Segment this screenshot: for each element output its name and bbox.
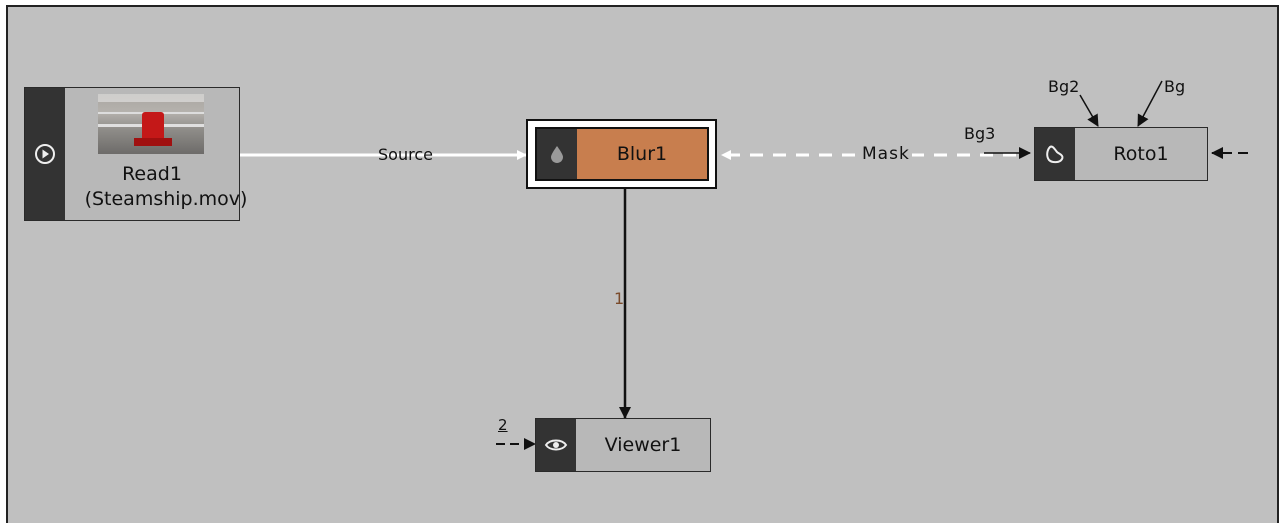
read-node-name: Read1 [122, 163, 182, 185]
bg-input-arrow[interactable] [1137, 80, 1163, 127]
eye-icon [544, 439, 568, 451]
mask-input-label: Mask [860, 144, 912, 164]
roto-shape-icon [1046, 145, 1064, 164]
source-input-label: Source [378, 145, 433, 164]
viewer-node-strip [536, 419, 576, 471]
read-node-strip [25, 88, 65, 220]
bg3-input-label: Bg3 [964, 124, 996, 143]
play-circle-icon [35, 144, 55, 164]
read-thumbnail [98, 94, 204, 154]
viewer-node-name: Viewer1 [604, 434, 682, 456]
node-graph-canvas[interactable]: Read1 (Steamship.mov) Blur1 Roto1 Viewer… [6, 5, 1279, 523]
viewer-node[interactable]: Viewer1 [535, 418, 711, 472]
read-node[interactable]: Read1 (Steamship.mov) [24, 87, 247, 221]
droplet-icon [551, 146, 563, 163]
read-node-filename: (Steamship.mov) [84, 188, 248, 210]
blur-to-viewer-input-label: 1 [614, 289, 625, 308]
bg2-input-arrow[interactable] [1079, 94, 1099, 127]
ship-funnel-shape [142, 112, 164, 140]
wires-layer [240, 80, 1248, 450]
roto-node-strip [1035, 128, 1075, 180]
blur-node[interactable]: Blur1 [535, 127, 709, 181]
blur-node-strip [537, 129, 577, 179]
roto-node-name: Roto1 [1113, 143, 1169, 165]
bg2-input-label: Bg2 [1048, 77, 1080, 96]
roto-node[interactable]: Roto1 [1034, 127, 1208, 181]
blur-node-name: Blur1 [616, 143, 668, 165]
bg-input-label: Bg [1164, 77, 1186, 96]
viewer-input2-label: 2 [498, 416, 508, 434]
